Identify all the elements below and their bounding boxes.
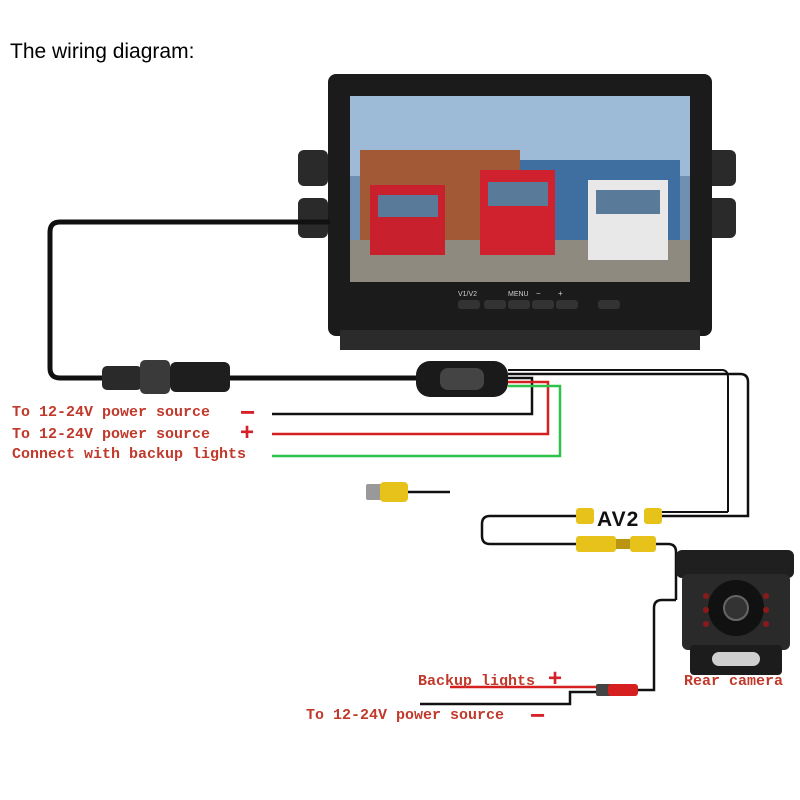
label-power-negative: To 12-24V power source [12, 404, 211, 421]
video-cable-av2 [508, 372, 750, 518]
monitor-button-4 [532, 300, 554, 309]
rca-yellow-plug-4 [630, 536, 656, 552]
camera-red-sleeve [608, 684, 638, 696]
monitor-button-1 [458, 300, 480, 309]
power-button [598, 300, 620, 309]
button-label-minus: − [536, 289, 541, 298]
camera-lens [723, 595, 749, 621]
monitor-cable [47, 219, 330, 381]
minus-sign-2: − [530, 700, 546, 730]
camera-power-cable [600, 598, 676, 692]
loose-rca-plug [380, 482, 408, 502]
wire-green-backup [272, 384, 562, 458]
rca-coupler [616, 539, 630, 549]
camera-wire-black [420, 690, 596, 706]
rca-yellow-plug-3 [576, 536, 616, 552]
truck-3-windshield [596, 190, 660, 214]
ir-led-4 [763, 593, 769, 599]
video-cable-av1 [508, 369, 729, 512]
monitor-button-3 [508, 300, 530, 309]
truck-2-windshield [488, 182, 548, 206]
splitter-box-label [440, 368, 484, 390]
label-av2: AV2 [597, 508, 640, 531]
ir-led-3 [703, 621, 709, 627]
aviation-connector-ring [140, 360, 170, 394]
label-rear-camera: Rear camera [684, 673, 784, 690]
right-mount-knob-bottom [706, 198, 736, 238]
button-label-menu: MENU [508, 291, 529, 298]
left-mount-knob-top [298, 150, 328, 186]
right-mount-knob-top [706, 150, 736, 186]
diagram-title: The wiring diagram: [10, 40, 195, 63]
rear-camera [676, 550, 794, 675]
left-mount-knob-bottom [298, 198, 328, 238]
button-label-plus: + [558, 289, 563, 298]
monitor-button-2 [484, 300, 506, 309]
ir-led-5 [763, 607, 769, 613]
camera-video-wire [656, 542, 678, 600]
monitor-bracket [340, 330, 700, 350]
plus-sign-2: + [548, 665, 563, 692]
rca-yellow-plug-2 [644, 508, 662, 524]
minus-sign-1: − [240, 397, 256, 427]
camera-bracket-slot [712, 652, 760, 666]
monitor-button-5 [556, 300, 578, 309]
wire-black-negative [272, 376, 534, 416]
plus-sign-1: + [240, 419, 255, 446]
truck-1-windshield [378, 195, 438, 217]
loose-rca-tip [366, 484, 382, 500]
label-power-positive: To 12-24V power source [12, 426, 211, 443]
rca-yellow-plug-1 [576, 508, 594, 524]
button-label-v1v2: V1/V2 [458, 291, 477, 298]
label-backup-lights-connect: Connect with backup lights [12, 446, 247, 463]
ir-led-6 [763, 621, 769, 627]
ir-led-1 [703, 593, 709, 599]
aviation-connector-male [102, 366, 142, 390]
wire-red-positive [272, 380, 550, 436]
aviation-connector-body [170, 362, 230, 392]
ir-led-2 [703, 607, 709, 613]
label-backup-lights: Backup lights [418, 673, 536, 690]
camera-visor [676, 550, 794, 578]
label-power-negative-camera: To 12-24V power source [306, 707, 505, 724]
monitor: V1/V2 MENU − + [298, 74, 736, 350]
rca-loop-wire [480, 514, 576, 546]
